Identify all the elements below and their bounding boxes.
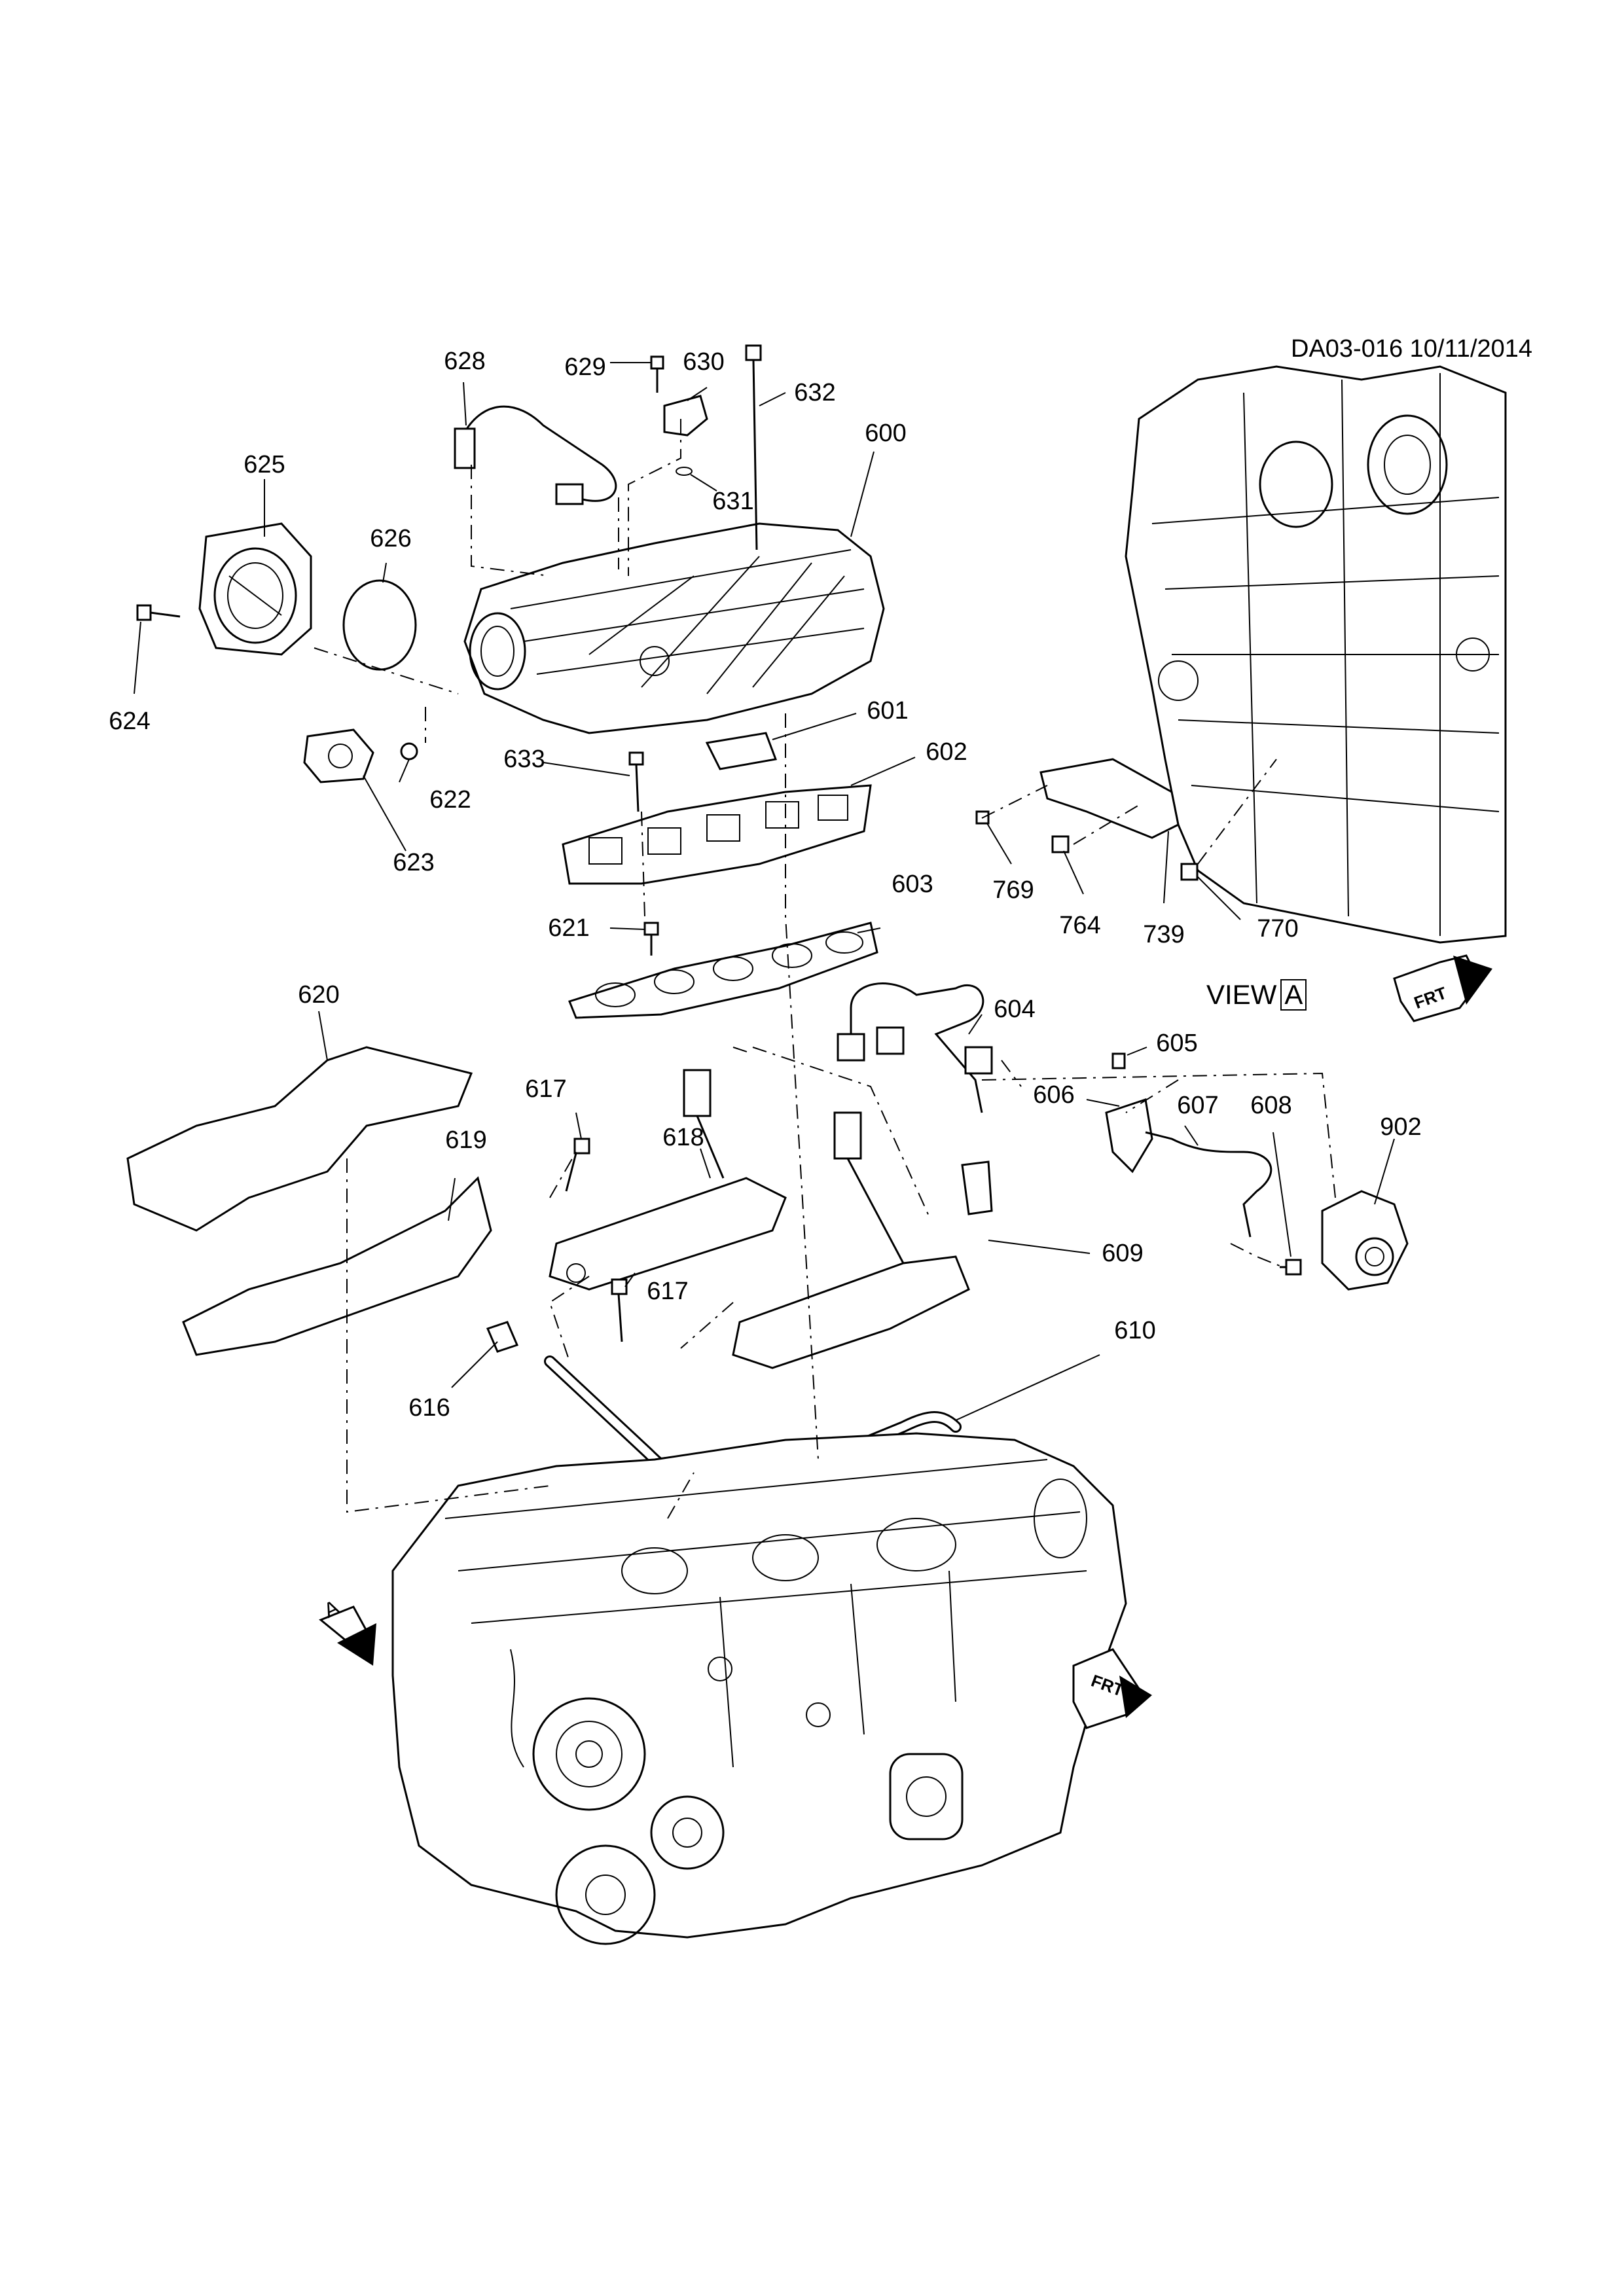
- bolt-633: [628, 751, 644, 812]
- bolt-624: [136, 604, 181, 621]
- view-a-arrow: [319, 1605, 376, 1666]
- shield-620: [126, 1046, 473, 1232]
- nut-770: [1180, 863, 1199, 881]
- intake-manifold-600: [463, 522, 885, 734]
- bolt-617a: [565, 1138, 590, 1192]
- view-letter-box: A: [1280, 979, 1307, 1011]
- callout-621: 621: [548, 914, 590, 942]
- front-arrow-view-a-icon: [1393, 954, 1492, 1022]
- gasket-ring-626: [342, 579, 417, 671]
- callout-605: 605: [1156, 1030, 1198, 1057]
- view-label-text: VIEW: [1206, 979, 1277, 1010]
- callout-600: 600: [865, 420, 907, 447]
- bracket-739: [1039, 758, 1180, 839]
- callout-619: 619: [445, 1126, 487, 1154]
- callout-609: 609: [1102, 1240, 1144, 1267]
- callout-604: 604: [994, 996, 1036, 1023]
- gasket-602: [562, 784, 872, 885]
- callout-601: 601: [867, 697, 909, 725]
- callout-607: 607: [1177, 1092, 1219, 1119]
- callout-631: 631: [712, 488, 754, 515]
- fuel-pipe-604: [850, 982, 984, 1113]
- callout-602: 602: [926, 738, 967, 766]
- callout-616: 616: [408, 1394, 450, 1422]
- callout-606: 606: [1033, 1081, 1075, 1109]
- seal-605: [1111, 1052, 1126, 1069]
- callout-622: 622: [429, 786, 471, 814]
- callout-770: 770: [1257, 915, 1299, 942]
- fuel-rail-618: [549, 1069, 787, 1291]
- washer-622: [400, 742, 418, 761]
- callout-739: 739: [1143, 921, 1185, 948]
- throttle-body-625: [198, 522, 312, 656]
- callout-902: 902: [1380, 1113, 1422, 1141]
- callout-626: 626: [370, 525, 412, 552]
- callout-628: 628: [444, 348, 486, 375]
- callout-610: 610: [1114, 1317, 1156, 1344]
- pipe-607: [1145, 1131, 1272, 1238]
- callout-625: 625: [244, 451, 285, 478]
- view-a-detail: [975, 365, 1507, 944]
- callout-633: 633: [503, 745, 545, 773]
- seal-631: [676, 467, 693, 476]
- fuel-pump-902: [1321, 1190, 1409, 1291]
- front-arrow-icon: [1072, 1648, 1152, 1729]
- bolt-621: [643, 922, 659, 956]
- sensor-630: [663, 395, 708, 437]
- callout-618: 618: [662, 1124, 704, 1151]
- callout-764: 764: [1059, 912, 1101, 939]
- callout-603: 603: [892, 870, 933, 898]
- bolt-764: [1051, 835, 1070, 853]
- callout-623: 623: [393, 849, 435, 876]
- fitting-608: [1280, 1259, 1302, 1276]
- bracket-606: [1105, 1098, 1153, 1174]
- hose-628: [463, 405, 617, 502]
- gasket-601: [705, 732, 778, 770]
- bolt-632: [745, 344, 762, 550]
- shield-619: [182, 1176, 492, 1356]
- callout-630: 630: [683, 348, 725, 376]
- callout-629: 629: [564, 353, 606, 381]
- callout-608: 608: [1250, 1092, 1292, 1119]
- assembly-dashed-lines: [314, 419, 1336, 1519]
- callout-617-lower: 617: [647, 1278, 689, 1305]
- engine-assembly: [391, 1432, 1127, 1945]
- callout-620: 620: [298, 981, 340, 1009]
- callout-769: 769: [992, 876, 1034, 904]
- leader-lines: [134, 362, 1395, 1421]
- document-id: DA03-016 10/11/2014: [1291, 335, 1533, 363]
- bolt-617b: [611, 1278, 628, 1342]
- callout-624: 624: [109, 708, 151, 735]
- bolt-629: [650, 355, 664, 393]
- callout-632: 632: [794, 379, 836, 406]
- sensor-623: [303, 728, 374, 783]
- gasket-603: [568, 922, 878, 1019]
- fuel-rail-609: [732, 1111, 993, 1369]
- callout-617-upper: 617: [525, 1075, 567, 1103]
